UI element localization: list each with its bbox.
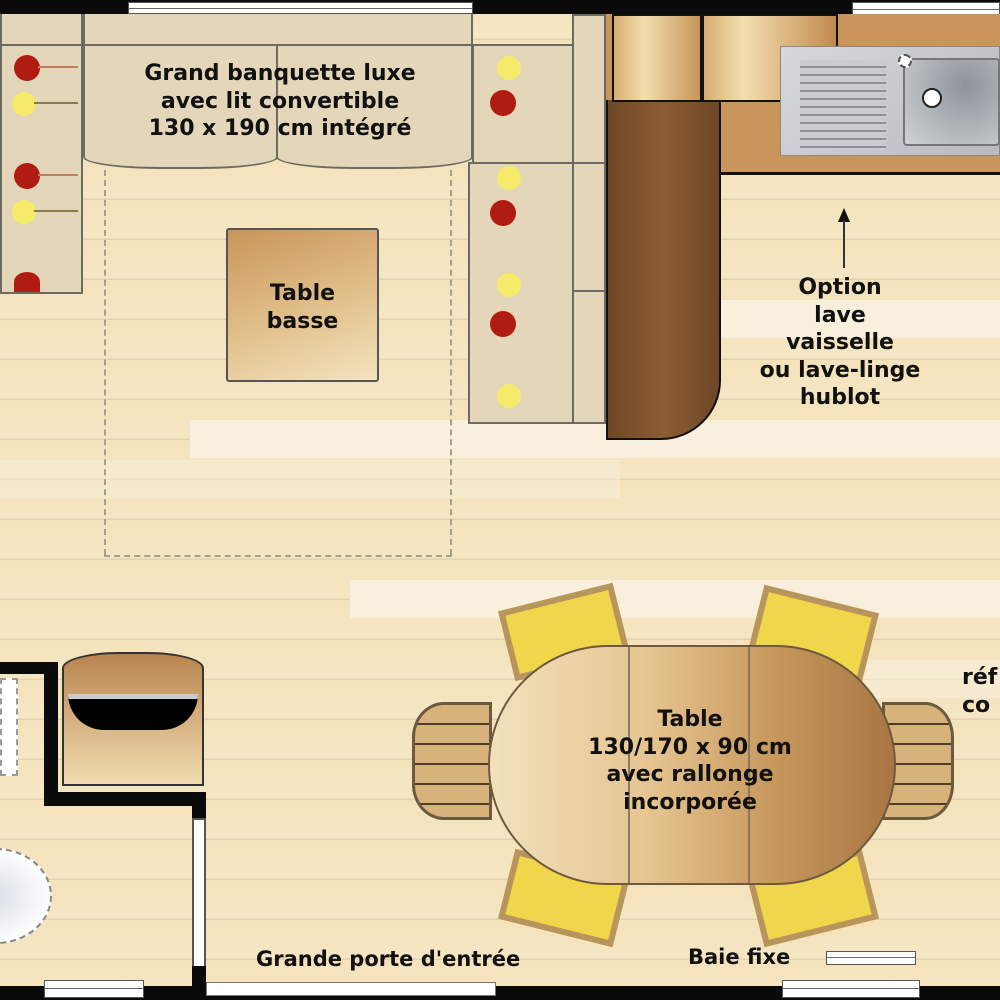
fixed-window-label: Baie fixe	[688, 945, 791, 969]
floor-plank	[350, 580, 1000, 618]
bathroom-wall	[44, 662, 58, 800]
faucet-icon[interactable]	[898, 54, 912, 68]
washbasin-icon	[68, 694, 198, 730]
sink-drainer	[800, 60, 886, 150]
entrance-door[interactable]	[206, 982, 496, 996]
table-leaf-line	[628, 647, 630, 883]
flower-stem	[38, 66, 78, 68]
flower-stem	[38, 174, 78, 176]
chair-left	[412, 702, 492, 820]
dining-table-label: Table 130/170 x 90 cm avec rallonge inco…	[588, 707, 792, 815]
counter-edge	[720, 172, 1000, 175]
flower-yellow-icon	[497, 384, 521, 408]
flower-yellow-icon	[497, 56, 521, 80]
banquette-right-back-mid	[572, 162, 606, 292]
kitchen-counter-peninsula	[606, 100, 721, 440]
floor-plank	[190, 420, 1000, 458]
coffee-table-label: Table basse	[266, 281, 339, 334]
flower-yellow-icon	[497, 273, 521, 297]
sink-basin	[903, 58, 1000, 146]
sink-drain-icon	[922, 88, 942, 108]
bathroom-window	[44, 980, 144, 998]
top-window-left	[128, 2, 473, 14]
table-leaf-line	[748, 647, 750, 883]
banquette-right-bottom	[468, 162, 575, 424]
bed-outline	[104, 170, 106, 555]
coffee-table	[226, 228, 379, 382]
flower-yellow-icon	[497, 166, 521, 190]
bathroom-wall	[0, 662, 58, 674]
shower-tray	[0, 678, 18, 776]
upper-cabinet-1	[612, 14, 702, 102]
arrow-up-icon	[838, 208, 850, 222]
banquette-label: Grand banquette luxe avec lit convertibl…	[144, 61, 416, 141]
flower-red-icon	[490, 311, 516, 337]
fixed-bay-legend-icon	[826, 951, 916, 965]
bathroom-door[interactable]	[192, 818, 206, 968]
arrow-shaft	[843, 220, 845, 268]
banquette-right-back-top	[572, 14, 606, 164]
fridge-label-partial: réf co	[962, 665, 998, 718]
dishwasher-option-label: Option lave vaisselle ou lave-linge hubl…	[759, 275, 921, 410]
banquette-back-left	[0, 14, 83, 46]
flower-red-icon	[490, 200, 516, 226]
flower-yellow-icon	[12, 200, 36, 224]
banquette-back	[83, 14, 473, 46]
flower-yellow-icon	[12, 92, 36, 116]
banquette-right-top	[472, 44, 575, 164]
fixed-bay-window	[782, 980, 920, 998]
dining-table	[488, 645, 896, 885]
bed-outline	[104, 555, 452, 557]
banquette-right-back-bottom	[572, 290, 606, 424]
banquette-side-left	[0, 44, 83, 294]
entrance-door-label: Grande porte d'entrée	[256, 947, 521, 971]
flower-stem	[34, 102, 78, 104]
bed-outline	[450, 170, 452, 555]
flower-red-icon	[14, 272, 40, 292]
flower-red-icon	[490, 90, 516, 116]
floor-plank	[0, 460, 620, 498]
floor-plank	[720, 300, 1000, 338]
bathroom-wall	[192, 966, 206, 986]
flower-red-icon	[14, 55, 40, 81]
bathroom-wall	[192, 792, 206, 818]
flower-red-icon	[14, 163, 40, 189]
bathroom-wall	[44, 792, 204, 806]
flower-stem	[34, 210, 78, 212]
